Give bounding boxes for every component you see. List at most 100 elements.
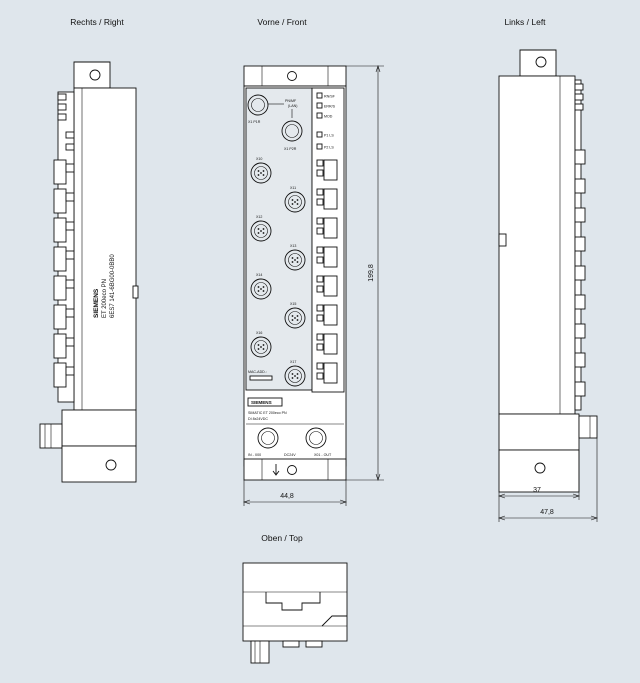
pin-icon: [262, 228, 265, 230]
label-slot: [323, 159, 338, 181]
pin-icon: [296, 315, 299, 317]
lan-label: (LAN): [288, 104, 297, 108]
side-port-step: [53, 362, 67, 388]
pin-icon: [262, 286, 265, 288]
connector-inner-icon: [288, 311, 302, 325]
side-led-icon: [65, 366, 75, 376]
side-port-step: [53, 188, 67, 214]
io-port-connector: [250, 278, 272, 300]
pin-icon: [260, 230, 262, 232]
top-led-window: [305, 640, 323, 648]
pin-icon: [262, 170, 265, 172]
side-led-icon: [574, 83, 584, 91]
connector-inner-icon: [254, 282, 268, 296]
pin-icon: [291, 203, 294, 205]
left-led-column: [574, 83, 586, 397]
side-led-icon: [65, 143, 75, 151]
side-port-step: [53, 275, 67, 301]
front-top-cap: [243, 65, 347, 87]
front-bottom-cap: [243, 458, 347, 481]
status-led-icon: [316, 112, 323, 119]
mac-label: MAC-ADD.:: [248, 370, 267, 374]
dc-label: DC24V: [284, 453, 296, 457]
pin-icon: [260, 172, 262, 174]
connector-inner-icon: [309, 431, 323, 445]
left-bottom-cap: [498, 449, 580, 493]
front-brand: SIEMENS: [251, 400, 272, 405]
connector-inner-icon: [288, 369, 302, 383]
mac-field: [249, 375, 273, 381]
pin-icon: [260, 288, 262, 290]
width-dimension: 44,8: [280, 493, 294, 500]
side-port-step: [53, 217, 67, 243]
side-brand: SIEMENS: [93, 288, 100, 318]
label-slot: [323, 275, 338, 297]
connector-inner-icon: [254, 224, 268, 238]
depth2-dimension: 47,8: [540, 509, 554, 516]
io-led-icon: [316, 256, 324, 264]
pin-icon: [291, 319, 294, 321]
io-led-icon: [316, 372, 324, 380]
top-bevel: [321, 615, 347, 627]
side-port-step: [574, 149, 586, 165]
pin-icon: [296, 261, 299, 263]
left-bottom-connector: [578, 415, 598, 439]
label-slot: [323, 304, 338, 326]
pin-icon: [262, 232, 265, 234]
pin-icon: [291, 257, 294, 259]
led-label: RN/SF: [324, 95, 336, 99]
side-port-step: [574, 207, 586, 223]
right-side-label: SIEMENS ET 200eco PN 6ES7 141-6BG00-0BB0: [93, 254, 116, 318]
side-line1: ET 200eco PN: [102, 279, 108, 318]
right-side-view: SIEMENS ET 200eco PN 6ES7 141-6BG00-0BB0: [39, 61, 139, 483]
pin-icon: [294, 375, 296, 377]
side-led-icon: [65, 192, 75, 202]
io-port-label: X12: [256, 215, 262, 219]
ground-arrow-head: [272, 470, 280, 476]
led-label: MOD: [324, 115, 333, 119]
mounting-hole-icon: [534, 462, 546, 474]
io-led-icon: [316, 314, 324, 322]
label-slot: [323, 188, 338, 210]
io-led-icon: [316, 198, 324, 206]
pin-icon: [296, 203, 299, 205]
connector-inner-icon: [285, 124, 299, 138]
product-line2: DI 8x24VDC: [248, 417, 268, 421]
mounting-hole-icon: [287, 71, 297, 81]
pin-icon: [296, 199, 299, 201]
side-led-icon: [65, 163, 75, 173]
io-port-connector: [250, 336, 272, 358]
status-led-icon: [316, 102, 323, 109]
pin-icon: [296, 257, 299, 259]
pin-icon: [260, 346, 262, 348]
io-led-icon: [316, 169, 324, 177]
left-main-body: [498, 75, 576, 415]
side-port-step: [574, 323, 586, 339]
side-port-step: [53, 159, 67, 185]
pin-icon: [296, 373, 299, 375]
right-top-cap: [73, 61, 111, 89]
left-top-cap: [519, 49, 557, 77]
io-led-icon: [316, 188, 324, 196]
status-led-icon: [316, 143, 323, 150]
io-port-connector: [284, 191, 306, 213]
side-led-icon: [65, 250, 75, 260]
pin-icon: [294, 317, 296, 319]
connector-inner-icon: [254, 166, 268, 180]
side-led-icon: [65, 279, 75, 289]
pin-icon: [257, 344, 260, 346]
product-line1: SIMATIC ET 200eco PN: [248, 411, 287, 415]
pin-icon: [294, 259, 296, 261]
top-inner-step: [265, 592, 321, 611]
left-side-view: 37 47,8: [498, 49, 598, 522]
side-port-step: [53, 333, 67, 359]
label-slot: [323, 246, 338, 268]
led-label: ERR/S: [324, 105, 336, 109]
view-title-top: Oben / Top: [261, 533, 303, 543]
right-clip: [132, 285, 139, 299]
pin-icon: [262, 348, 265, 350]
front-panel: [245, 87, 313, 391]
